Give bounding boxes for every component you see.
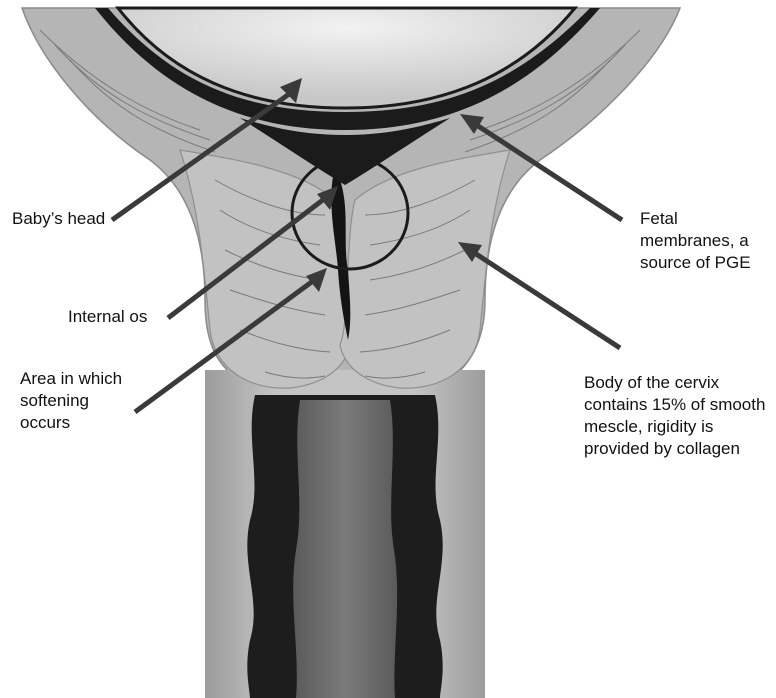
internal-os-label: Internal os [68, 306, 147, 328]
softening-area-label: Area in which softening occurs [20, 368, 122, 434]
cervix-body-label: Body of the cervix contains 15% of smoot… [584, 372, 765, 460]
babys-head-label: Baby’s head [12, 208, 105, 230]
vaginal-lumen [293, 400, 397, 698]
fetal-membranes-label: Fetal membranes, a source of PGE [640, 208, 751, 274]
